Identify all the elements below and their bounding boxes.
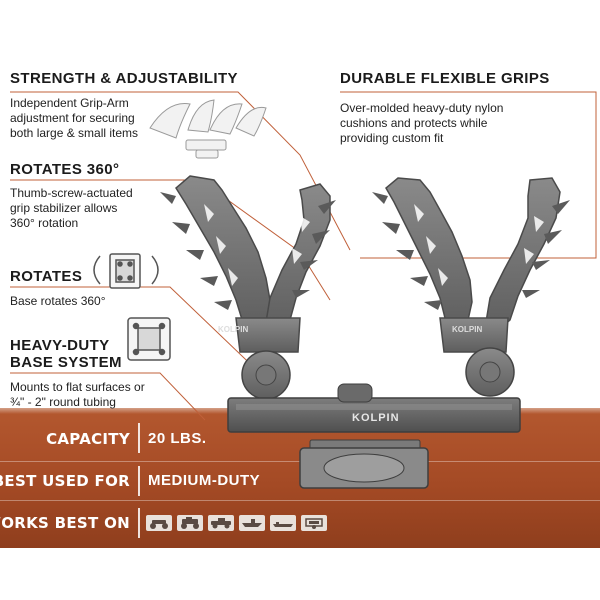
utv-icon — [177, 515, 203, 531]
feature-desc-line: Independent Grip-Arm — [10, 96, 129, 110]
spec-label-works-best-on: WORKS BEST ON — [0, 514, 130, 532]
spec-value-capacity: 20 LBS. — [148, 430, 207, 447]
spec-row-divider — [0, 500, 600, 501]
spec-divider — [138, 423, 140, 453]
feature-title-base: HEAVY-DUTY — [10, 337, 110, 354]
callout-line-rotates — [10, 286, 266, 379]
feature-desc-grips: Over-molded heavy-duty nylon cushions an… — [340, 101, 503, 146]
base-plate — [227, 383, 521, 489]
rotate-base-icon — [93, 253, 159, 289]
feature-title-grips: DURABLE FLEXIBLE GRIPS — [340, 70, 550, 87]
feature-desc-line: Thumb-screw-actuated — [10, 186, 133, 200]
trailer-icon — [301, 515, 327, 531]
feature-desc-line: providing custom fit — [340, 131, 444, 145]
feature-desc-line: Base rotates 360° — [10, 294, 106, 308]
callout-line-base — [10, 372, 206, 421]
feature-title-strength: STRENGTH & ADJUSTABILITY — [10, 70, 238, 87]
feature-desc-line: adjustment for securing — [10, 111, 135, 125]
spec-label-best-used-for: BEST USED FOR — [0, 472, 130, 490]
base-logo: KOLPIN — [352, 412, 400, 424]
feature-desc-rotates360: Thumb-screw-actuated grip stabilizer all… — [10, 186, 133, 231]
feature-title-rotates: ROTATES — [10, 268, 83, 285]
spec-label-capacity: CAPACITY — [46, 430, 130, 448]
jon-boat-icon — [270, 515, 296, 531]
base-mount-icon — [127, 317, 171, 361]
spec-value-best-used-for: MEDIUM-DUTY — [148, 472, 261, 489]
boat-icon — [239, 515, 265, 531]
right-grip-logo: KOLPIN — [452, 325, 482, 334]
truck-icon — [208, 515, 234, 531]
feature-desc-line: both large & small items — [10, 126, 139, 140]
feature-desc-rotates: Base rotates 360° — [10, 294, 106, 309]
feature-desc-line: Mounts to flat surfaces or — [10, 380, 145, 394]
spec-divider — [138, 466, 140, 496]
left-grip-teeth — [160, 192, 336, 310]
feature-title-base-line2: BASE SYSTEM — [10, 354, 122, 371]
spec-divider — [138, 508, 140, 538]
atv-icon — [146, 515, 172, 531]
feature-desc-line: grip stabilizer allows — [10, 201, 118, 215]
callout-line-rotates360 — [10, 179, 331, 301]
right-grip — [385, 177, 561, 353]
feature-desc-base: Mounts to flat surfaces or ¾" - 2" round… — [10, 380, 145, 410]
feature-desc-line: cushions and protects while — [340, 116, 488, 130]
right-grip-cutouts — [414, 204, 544, 286]
feature-desc-line: ¾" - 2" round tubing — [10, 395, 116, 409]
callout-line-grips — [340, 91, 597, 259]
left-grip-cutouts — [204, 204, 310, 286]
right-grip-teeth — [372, 192, 570, 310]
grip-arm-sketch — [149, 99, 267, 159]
feature-desc-line: 360° rotation — [10, 216, 79, 230]
left-grip-logo: KOLPIN — [218, 325, 248, 334]
feature-desc-line: Over-molded heavy-duty nylon — [340, 101, 504, 115]
feature-desc-strength: Independent Grip-Arm adjustment for secu… — [10, 96, 138, 141]
feature-title-rotates360: ROTATES 360° — [10, 161, 120, 178]
